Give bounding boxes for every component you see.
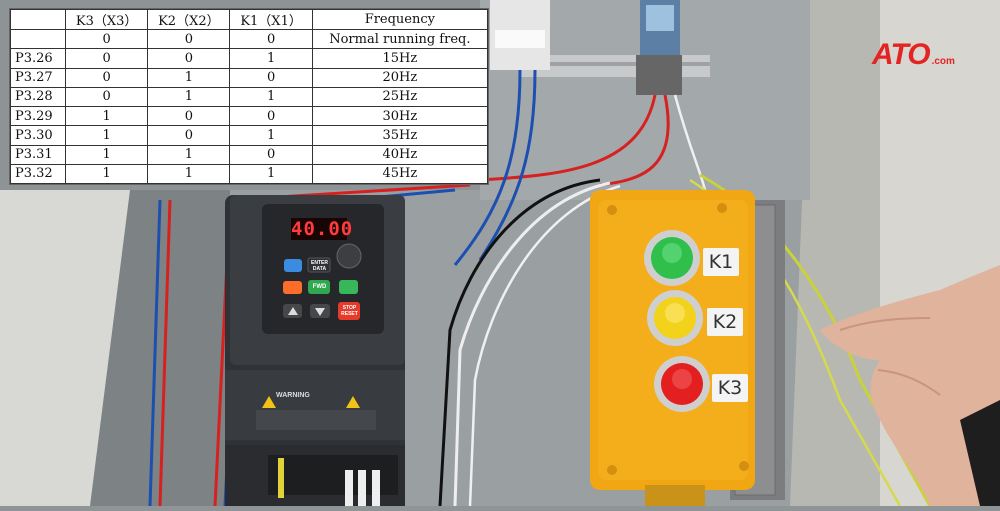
- logo-suffix: .com: [931, 56, 955, 67]
- table-cell: P3.28: [10, 86, 66, 108]
- logo-brand: ATO: [872, 38, 931, 71]
- table-cell: 35Hz: [311, 125, 489, 146]
- table-cell: 0: [147, 125, 231, 146]
- table-cell: 0: [147, 48, 231, 69]
- table-cell: 1: [229, 163, 313, 185]
- table-header-cell: Frequency: [311, 9, 489, 30]
- table-cell: 1: [147, 67, 231, 88]
- table-cell: 30Hz: [311, 105, 489, 127]
- table-cell: 1: [229, 86, 313, 108]
- table-cell: P3.29: [10, 105, 66, 127]
- table-header-cell: K3（X3）: [64, 9, 149, 30]
- fwd-key-label: FWD: [312, 284, 327, 290]
- table-cell: 1: [64, 144, 149, 165]
- enter-key-label: ENTER DATA: [311, 260, 328, 272]
- button-tag-k2: K2: [707, 308, 743, 336]
- inverter-display: 40.00: [291, 218, 354, 240]
- table-cell: 25Hz: [311, 86, 489, 108]
- table-header-cell: K1（X1）: [229, 9, 313, 30]
- table-cell: 0: [229, 144, 313, 165]
- ato-logo: ATO.com: [872, 38, 955, 72]
- table-cell: 1: [147, 163, 231, 185]
- table-cell: 0: [229, 67, 313, 88]
- table-cell: 0: [229, 28, 313, 50]
- warning-label: WARNING: [276, 392, 310, 399]
- table-header-cell: K2（X2）: [147, 9, 231, 30]
- table-cell: 15Hz: [311, 48, 489, 69]
- table-cell: 1: [64, 105, 149, 127]
- table-cell: 1: [147, 144, 231, 165]
- table-cell: 0: [64, 28, 149, 50]
- table-cell: 1: [64, 125, 149, 146]
- table-cell: 20Hz: [311, 67, 489, 88]
- table-cell: 40Hz: [311, 144, 489, 165]
- table-cell: [10, 28, 66, 50]
- table-header-row: K3（X3） K2（X2） K1（X1） Frequency: [10, 9, 489, 30]
- table-cell: 1: [64, 163, 149, 185]
- table-cell: Normal running freq.: [311, 28, 489, 50]
- button-tag-k1: K1: [703, 248, 739, 276]
- table-cell: 0: [229, 105, 313, 127]
- table-cell: 0: [147, 105, 231, 127]
- table-cell: 0: [64, 86, 149, 108]
- table-cell: 0: [64, 67, 149, 88]
- table-cell: 1: [229, 48, 313, 69]
- stop-key-label: STOP RESET: [341, 305, 358, 317]
- table-cell: P3.32: [10, 163, 66, 185]
- table-cell: P3.27: [10, 67, 66, 88]
- table-cell: P3.26: [10, 48, 66, 69]
- table-cell: 45Hz: [311, 163, 489, 185]
- button-tag-k3: K3: [712, 374, 748, 402]
- table-cell: 1: [229, 125, 313, 146]
- table-header-cell: [10, 9, 66, 30]
- table-cell: P3.31: [10, 144, 66, 165]
- table-cell: 0: [147, 28, 231, 50]
- table-cell: P3.30: [10, 125, 66, 146]
- table-cell: 1: [147, 86, 231, 108]
- table-cell: 0: [64, 48, 149, 69]
